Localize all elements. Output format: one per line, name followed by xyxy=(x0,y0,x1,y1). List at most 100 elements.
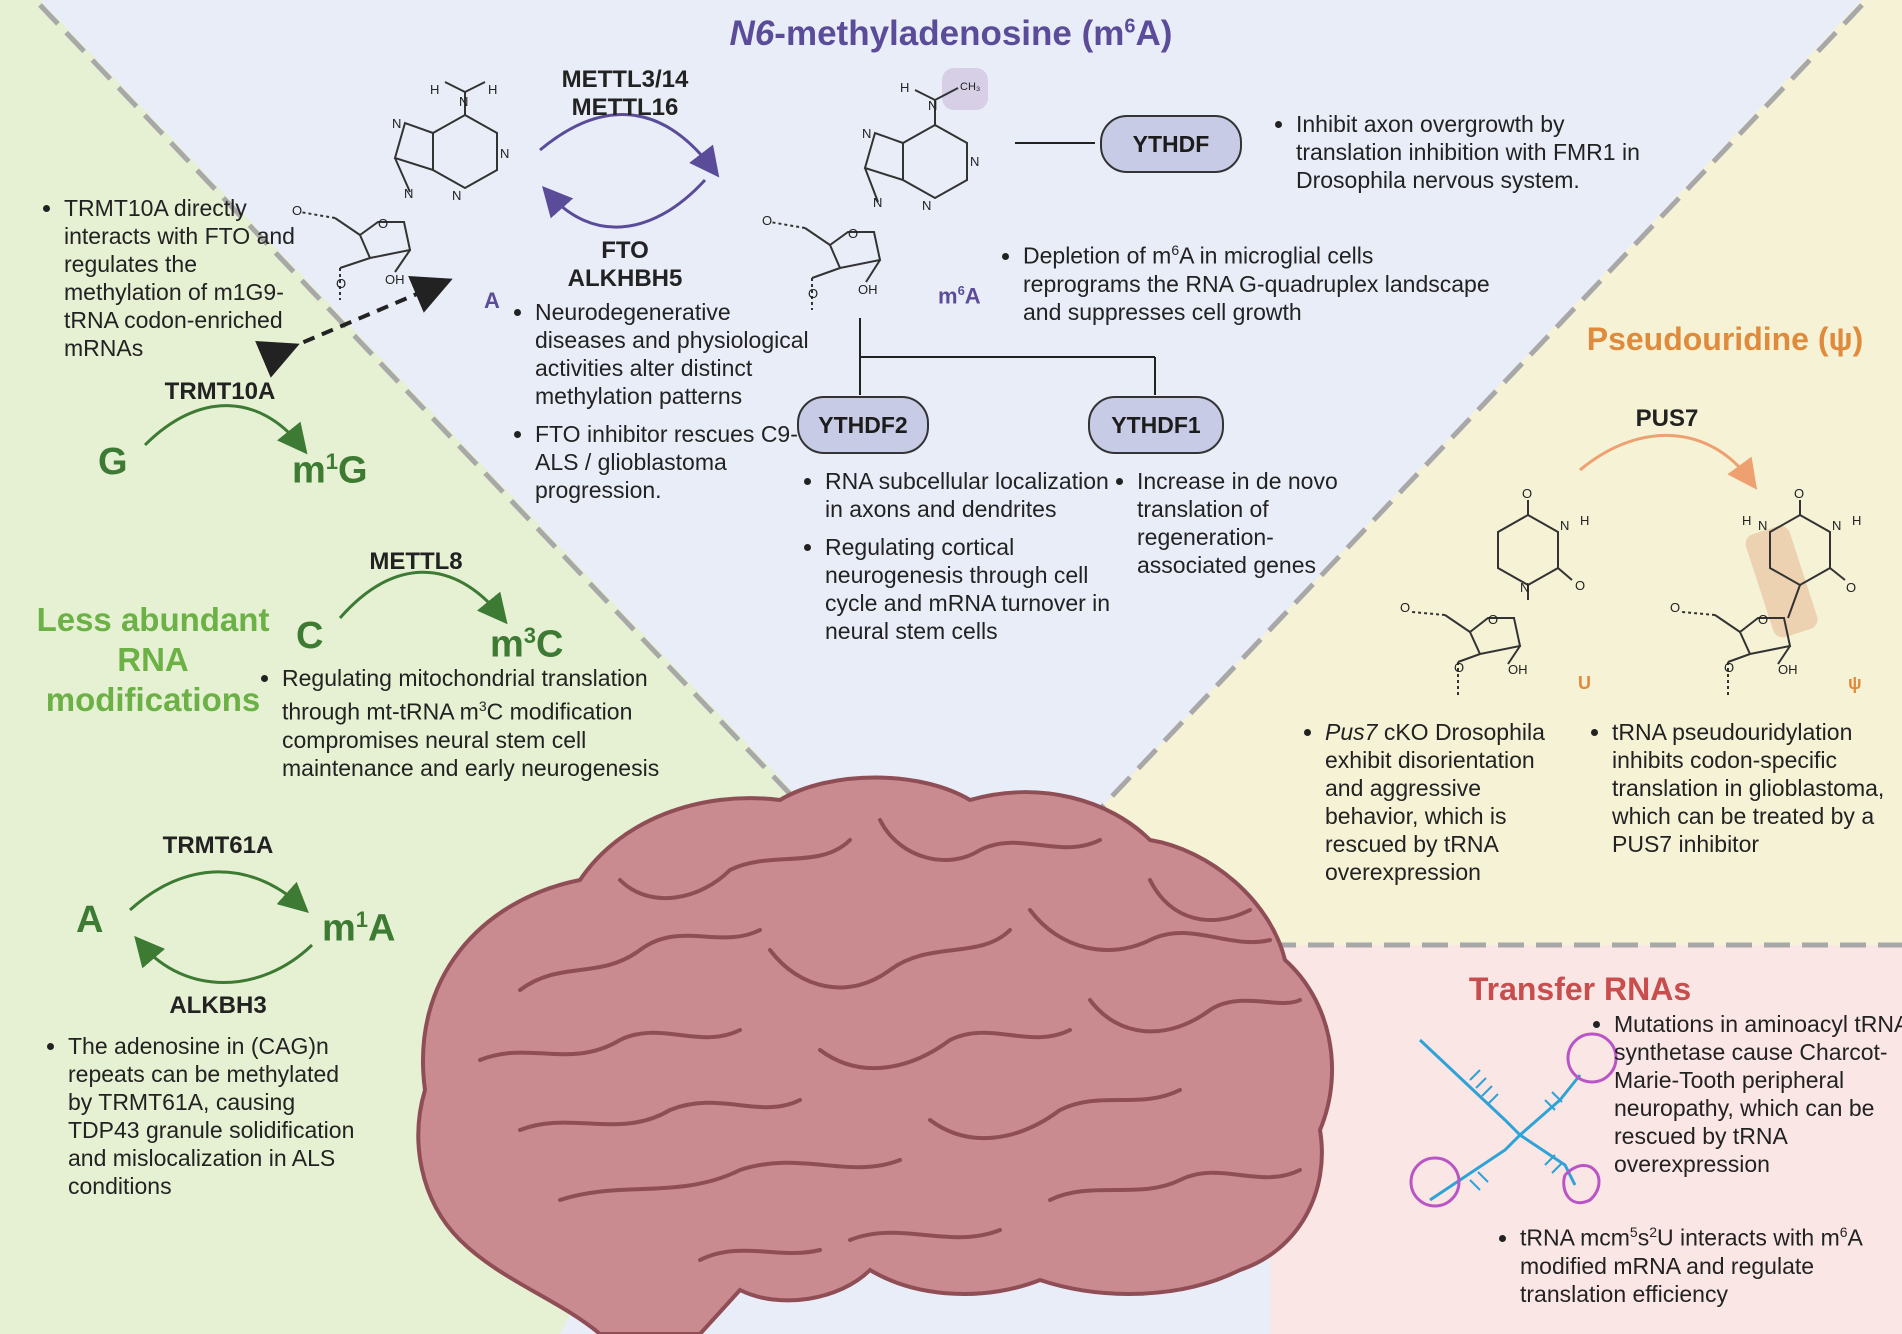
microglia-bullet: Depletion of m6A in microglial cells rep… xyxy=(1023,236,1493,326)
svg-text:O: O xyxy=(1522,486,1532,501)
svg-text:N: N xyxy=(873,195,882,210)
trna-b2-sup3: 6 xyxy=(1839,1224,1848,1240)
m1a-post: A xyxy=(368,907,396,950)
svg-text:N: N xyxy=(459,94,468,109)
svg-text:N: N xyxy=(928,98,937,113)
svg-text:O: O xyxy=(1670,600,1680,615)
mettl8-arrow xyxy=(338,570,508,625)
mettl8-bullet: Regulating mitochondrial translation thr… xyxy=(282,664,687,782)
ythdf2-bullet-1: RNA subcellular localization in axons an… xyxy=(825,467,1125,523)
writer-2: METTL16 xyxy=(571,94,679,121)
m6a-left-bullets: Neurodegenerative diseases and physiolog… xyxy=(507,298,825,514)
microglia-post: A in microglial cells reprograms the RNA… xyxy=(1023,242,1490,325)
svg-text:H: H xyxy=(1852,513,1861,528)
trmt10a-arrow xyxy=(143,404,308,455)
svg-text:N: N xyxy=(404,186,413,201)
pseudo-bullet-list-2: tRNA pseudouridylation inhibits codon-sp… xyxy=(1584,718,1902,868)
ythdf-bullet-list: Inhibit axon overgrowth by translation i… xyxy=(1268,110,1676,204)
svg-text:OH: OH xyxy=(858,282,878,297)
svg-text:O: O xyxy=(1454,660,1464,675)
m6a-structure xyxy=(769,68,988,310)
brain-illustration xyxy=(416,775,1335,1334)
pseudouridine-title: Pseudouridine (ψ) xyxy=(1586,321,1864,357)
dashed-interaction-arrow xyxy=(255,275,453,378)
eraser-2: ALKHBH5 xyxy=(567,265,683,292)
label-m6a-pre: m xyxy=(938,283,958,309)
trna-bullet-1: Mutations in aminoacyl tRNA synthetase c… xyxy=(1614,1010,1902,1178)
label-m6a: m6A xyxy=(938,283,981,309)
trna-title: Transfer RNAs xyxy=(1468,971,1692,1007)
trna-b2-mid2: U interacts with m xyxy=(1656,1224,1840,1251)
trna-b2-sup2: 2 xyxy=(1649,1224,1657,1240)
svg-text:N: N xyxy=(970,154,979,169)
trna-b2-sup1: 5 xyxy=(1629,1224,1638,1240)
svg-text:N: N xyxy=(862,126,871,141)
m3c-sup: 3 xyxy=(523,623,537,648)
ythdf-bullet: Inhibit axon overgrowth by translation i… xyxy=(1296,110,1676,194)
m1g-sup: 1 xyxy=(325,449,339,474)
svg-text:O: O xyxy=(336,276,346,291)
title-prefix: N6 xyxy=(729,14,775,53)
alkbh3-arrow xyxy=(134,935,314,984)
trna-bullet-list-2: tRNA mcm5s2U interacts with m6A modified… xyxy=(1492,1218,1902,1318)
svg-text:O: O xyxy=(1575,578,1585,593)
microglia-bullet-list: Depletion of m6A in microglial cells rep… xyxy=(995,236,1493,336)
svg-text:O: O xyxy=(808,286,818,301)
svg-text:N: N xyxy=(1832,518,1841,533)
trna-b2-post: A modified mRNA and regulate translation… xyxy=(1520,1224,1862,1307)
writer-arrow xyxy=(539,112,720,178)
divider-left xyxy=(38,3,812,817)
pseudo-bullet-1-rest: cKO Drosophila exhibit disorientation an… xyxy=(1325,719,1545,885)
pus7-italic: Pus7 xyxy=(1325,719,1378,745)
svg-text:N: N xyxy=(500,146,509,161)
trmt10a-bullet-list: TRMT10A directly interacts with FTO and … xyxy=(36,194,309,372)
svg-text:N: N xyxy=(1560,518,1569,533)
mettl8-sup: 3 xyxy=(478,698,487,714)
m6a-title: N6-methyladenosine (m6A) xyxy=(0,14,1902,54)
uridine-structure xyxy=(1411,500,1573,695)
trmt10a-bullet: TRMT10A directly interacts with FTO and … xyxy=(64,194,309,362)
label-psi: ψ xyxy=(1848,673,1862,693)
m1a-sup: 1 xyxy=(355,907,369,932)
trna-b2-mid: s xyxy=(1637,1224,1650,1251)
ythdf1-bullets: Increase in de novo translation of regen… xyxy=(1109,467,1377,589)
svg-text:N: N xyxy=(1758,518,1767,533)
m1g-label: m1G xyxy=(292,448,368,490)
svg-text:N: N xyxy=(392,116,401,131)
svg-text:H: H xyxy=(488,82,497,97)
trna-bullet-2: tRNA mcm5s2U interacts with m6A modified… xyxy=(1520,1218,1902,1308)
label-a: A xyxy=(484,288,500,313)
svg-text:O: O xyxy=(848,226,858,241)
a-label: A xyxy=(76,899,104,941)
mettl8-bullet-list: Regulating mitochondrial translation thr… xyxy=(254,664,687,792)
svg-text:O: O xyxy=(1724,660,1734,675)
mettl8-label: METTL8 xyxy=(369,548,463,575)
ythdf2-pill: YTHDF2 xyxy=(797,396,929,454)
svg-text:O: O xyxy=(292,203,302,218)
m3c-label: m3C xyxy=(490,622,564,664)
trmt61a-bullet: The adenosine in (CAG)n repeats can be m… xyxy=(68,1032,358,1200)
svg-text:OH: OH xyxy=(1508,662,1528,677)
microglia-pre: Depletion of m xyxy=(1023,242,1172,269)
m6a-bullet-1: Neurodegenerative diseases and physiolog… xyxy=(535,298,825,410)
svg-text:H: H xyxy=(1580,513,1589,528)
label-u: U xyxy=(1578,673,1591,693)
trmt61a-arrow xyxy=(128,870,309,914)
svg-text:O: O xyxy=(1400,600,1410,615)
svg-text:N: N xyxy=(922,198,931,213)
ythdf1-bullet-1: Increase in de novo translation of regen… xyxy=(1137,467,1377,579)
trna-b2-pre: tRNA mcm xyxy=(1520,1224,1630,1251)
eraser-arrow xyxy=(542,178,707,229)
svg-text:N: N xyxy=(1520,580,1529,595)
svg-text:H: H xyxy=(430,82,439,97)
alkbh3-label: ALKBH3 xyxy=(169,992,267,1019)
less-abundant-title: Less abundant RNA modifications xyxy=(36,601,270,718)
m1a-pre: m xyxy=(322,907,356,950)
label-m6a-sup: 6 xyxy=(957,283,965,298)
trna-cloverleaf-icon xyxy=(1409,1032,1618,1208)
svg-text:H: H xyxy=(900,80,909,95)
pseudouridine-structure xyxy=(1681,500,1846,695)
svg-text:O: O xyxy=(378,216,388,231)
